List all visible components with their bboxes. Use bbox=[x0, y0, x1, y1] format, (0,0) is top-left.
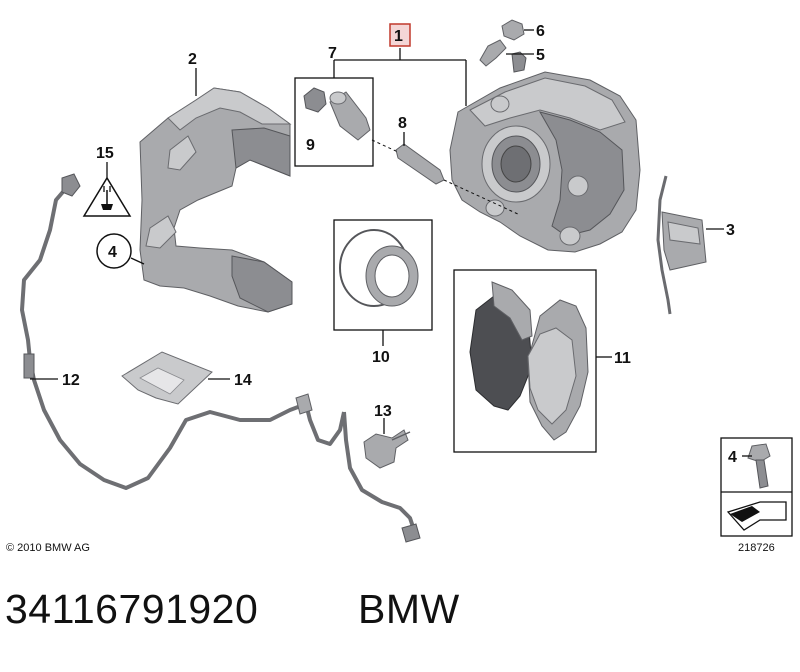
arrow-icon bbox=[726, 501, 787, 531]
caliper-housing bbox=[449, 51, 641, 253]
bleeder-cap bbox=[501, 19, 525, 41]
highlight-box bbox=[389, 23, 411, 47]
bolt-callout-circle bbox=[96, 233, 132, 269]
grease-packet bbox=[121, 351, 213, 405]
label-2: 2 bbox=[188, 51, 197, 68]
leader-lines bbox=[30, 29, 752, 457]
cable-clip bbox=[363, 429, 411, 469]
brake-pad-set bbox=[453, 269, 597, 453]
bolt-icon bbox=[747, 443, 771, 489]
brand-name: BMW bbox=[358, 586, 460, 632]
guide-pin bbox=[395, 143, 445, 185]
copyright-text: © 2010 BMW AG bbox=[6, 542, 90, 554]
label-14: 14 bbox=[234, 372, 252, 389]
label-12: 12 bbox=[62, 372, 80, 389]
anti-rattle-spring bbox=[656, 175, 707, 315]
label-9: 9 bbox=[306, 137, 315, 154]
part-number: 34116791920 bbox=[5, 586, 259, 632]
wear-sensor-cable bbox=[20, 173, 421, 543]
bolt-inset bbox=[720, 437, 793, 537]
caliper-carrier bbox=[139, 87, 293, 313]
label-8: 8 bbox=[398, 115, 407, 132]
label-4: 4 bbox=[108, 244, 117, 261]
guide-bolt-set bbox=[294, 77, 374, 167]
seal-kit bbox=[333, 219, 433, 331]
label-11: 11 bbox=[614, 350, 631, 367]
label-13: 13 bbox=[374, 403, 392, 420]
label-7: 7 bbox=[328, 45, 337, 62]
label-10: 10 bbox=[372, 349, 390, 366]
label-3: 3 bbox=[726, 222, 735, 239]
label-1: 1 bbox=[394, 28, 403, 45]
diagram-id: 218726 bbox=[738, 542, 775, 554]
plug-icon bbox=[101, 186, 113, 210]
label-5: 5 bbox=[536, 47, 545, 64]
label-15: 15 bbox=[96, 145, 114, 162]
inset-label-4: 4 bbox=[728, 449, 737, 466]
bleeder-screw bbox=[479, 39, 507, 67]
label-6: 6 bbox=[536, 23, 545, 40]
